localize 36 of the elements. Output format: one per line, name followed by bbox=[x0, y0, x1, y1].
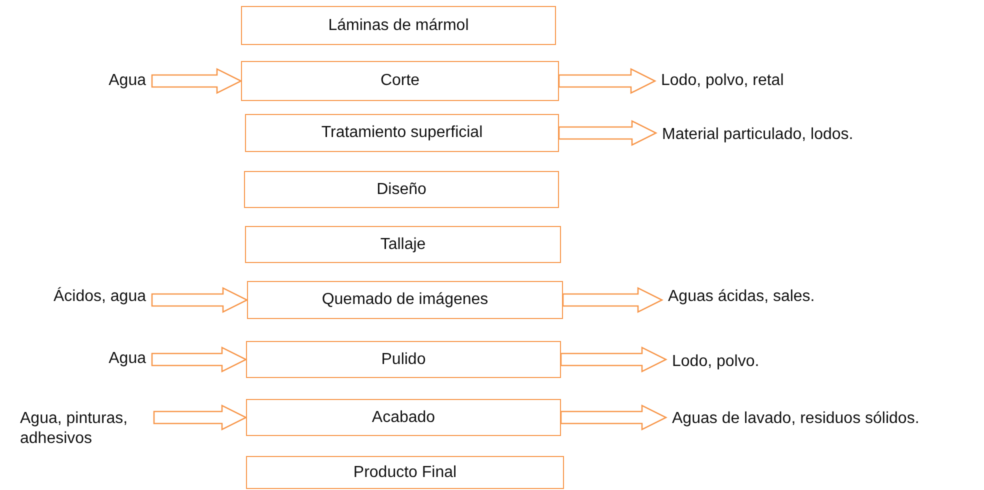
step-label: Tallaje bbox=[380, 236, 426, 254]
process-box bbox=[245, 114, 559, 152]
process-box bbox=[244, 171, 559, 208]
step-label: Corte bbox=[380, 72, 420, 90]
output-label: Lodo, polvo, retal bbox=[661, 71, 784, 91]
step-label: Producto Final bbox=[353, 464, 457, 482]
input-label: Ácidos, agua bbox=[53, 287, 146, 307]
input-label: Agua, pinturas, adhesivos bbox=[20, 409, 129, 449]
block-arrow bbox=[151, 346, 248, 373]
step-label: Acabado bbox=[372, 408, 436, 426]
step-label: Láminas de mármol bbox=[328, 16, 469, 34]
process-box bbox=[245, 226, 561, 263]
block-arrow bbox=[151, 286, 248, 314]
process-box bbox=[246, 456, 564, 489]
output-label: Lodo, polvo. bbox=[672, 352, 760, 372]
block-arrow bbox=[153, 404, 248, 431]
process-box bbox=[241, 6, 556, 45]
process-box bbox=[247, 281, 563, 319]
output-label: Material particulado, lodos. bbox=[662, 125, 854, 145]
block-arrow bbox=[151, 68, 242, 94]
block-arrow bbox=[558, 120, 658, 146]
step-label: Tratamiento superficial bbox=[321, 124, 483, 142]
step-label: Quemado de imágenes bbox=[322, 291, 488, 309]
step-label: Diseño bbox=[376, 180, 426, 198]
block-arrow bbox=[560, 404, 668, 431]
input-label: Agua bbox=[108, 349, 146, 369]
input-label: Agua bbox=[108, 71, 146, 91]
block-arrow bbox=[562, 286, 664, 314]
process-box bbox=[241, 61, 559, 101]
step-label: Pulido bbox=[381, 350, 426, 368]
output-label: Aguas ácidas, sales. bbox=[668, 287, 815, 307]
block-arrow bbox=[558, 68, 656, 94]
process-box bbox=[246, 341, 561, 378]
block-arrow bbox=[560, 346, 668, 373]
process-box bbox=[246, 399, 561, 436]
output-label: Aguas de lavado, residuos sólidos. bbox=[672, 409, 920, 429]
